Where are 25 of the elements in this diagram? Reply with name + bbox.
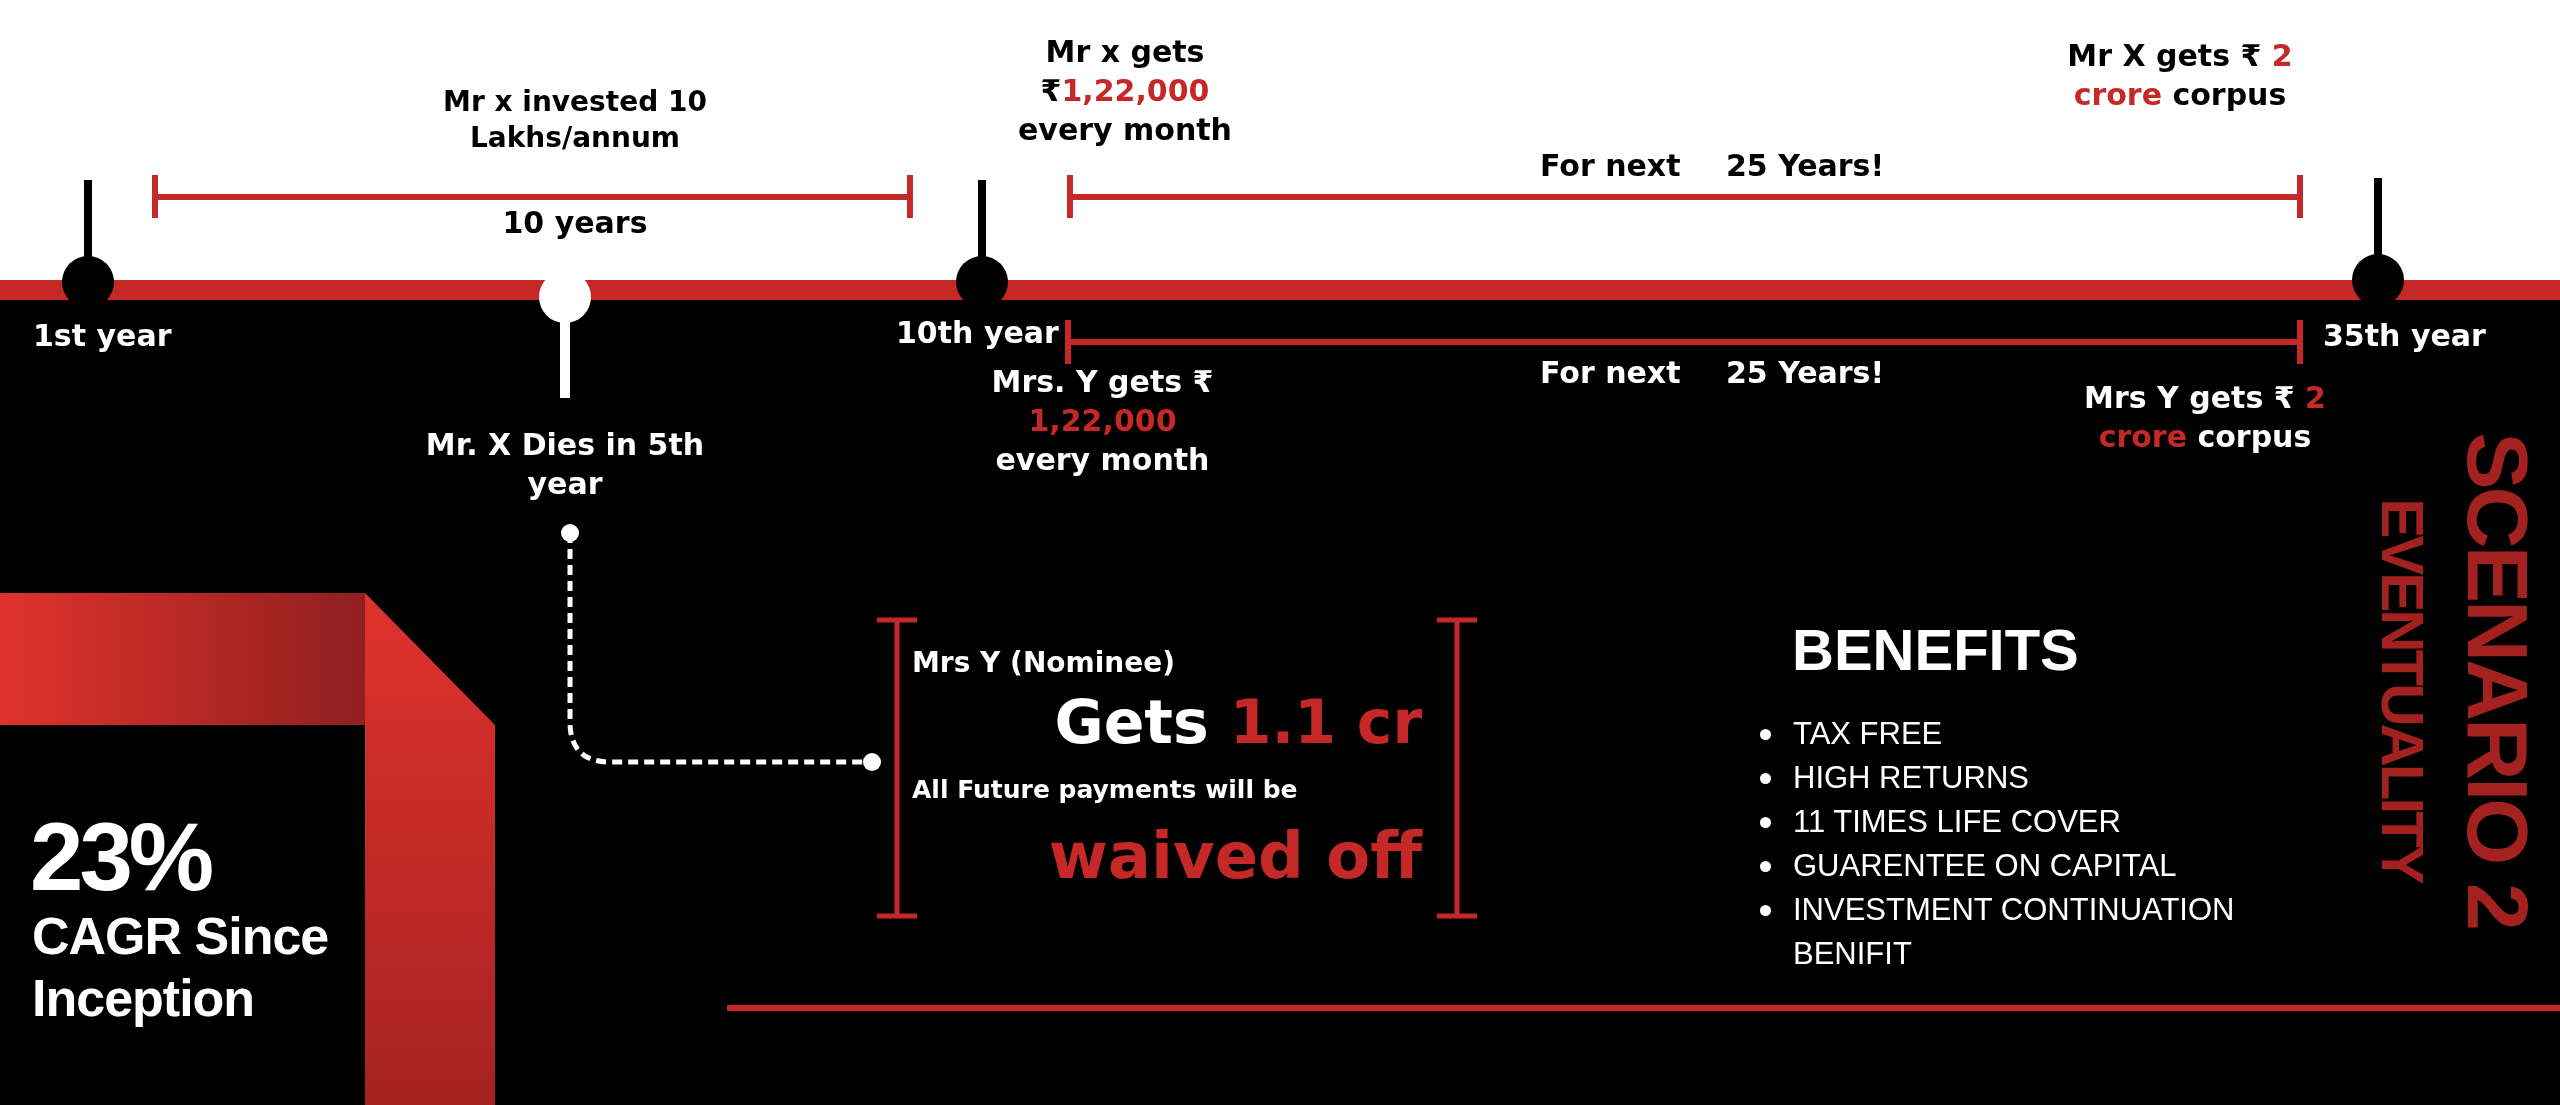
year-label: 10th year bbox=[896, 314, 1060, 352]
duration-text: 10 years bbox=[501, 204, 649, 242]
note-text: All Future payments will be bbox=[912, 774, 1299, 806]
year-label: 35th year bbox=[2323, 317, 2487, 355]
duration-text: 25 Years! bbox=[1726, 147, 1886, 185]
payout-note: Mrs. Y gets ₹ 1,22,000 every month bbox=[990, 363, 1215, 479]
waiver-headline: waived off bbox=[1047, 818, 1422, 895]
vertical-title: SCENARIO 2 bbox=[2455, 432, 2541, 928]
corpus-note: Mrs Y gets ₹ 2 crore corpus bbox=[2083, 379, 2327, 456]
event-text: Mr. X Dies in 5th year bbox=[424, 426, 706, 503]
benefit-item: 11 TIMES LIFE COVER bbox=[1793, 803, 2122, 841]
leader-line bbox=[561, 524, 881, 771]
payout-headline: Gets 1.1 cr bbox=[1053, 686, 1422, 759]
duration-text: 25 Years! bbox=[1726, 354, 1886, 392]
corpus-note: Mr X gets ₹ 2 crore corpus bbox=[2066, 37, 2294, 114]
investment-note: Mr x invested 10 Lakhs/annum bbox=[443, 84, 707, 157]
payout-note: Mr x gets ₹1,22,000 every month bbox=[1017, 33, 1233, 149]
benefit-item: INVESTMENT CONTINUATION BENIFIT bbox=[1793, 891, 2236, 973]
benefit-item: HIGH RETURNS bbox=[1793, 759, 2030, 797]
year-label: 1st year bbox=[33, 317, 173, 355]
benefit-item: GUARENTEE ON CAPITAL bbox=[1793, 847, 2178, 885]
vertical-subtitle: EVENTUALITY bbox=[2372, 498, 2432, 882]
benefit-item: TAX FREE bbox=[1793, 715, 1944, 753]
nominee-label: Mrs Y (Nominee) bbox=[912, 645, 1177, 681]
section-heading: BENEFITS bbox=[1792, 616, 2080, 684]
